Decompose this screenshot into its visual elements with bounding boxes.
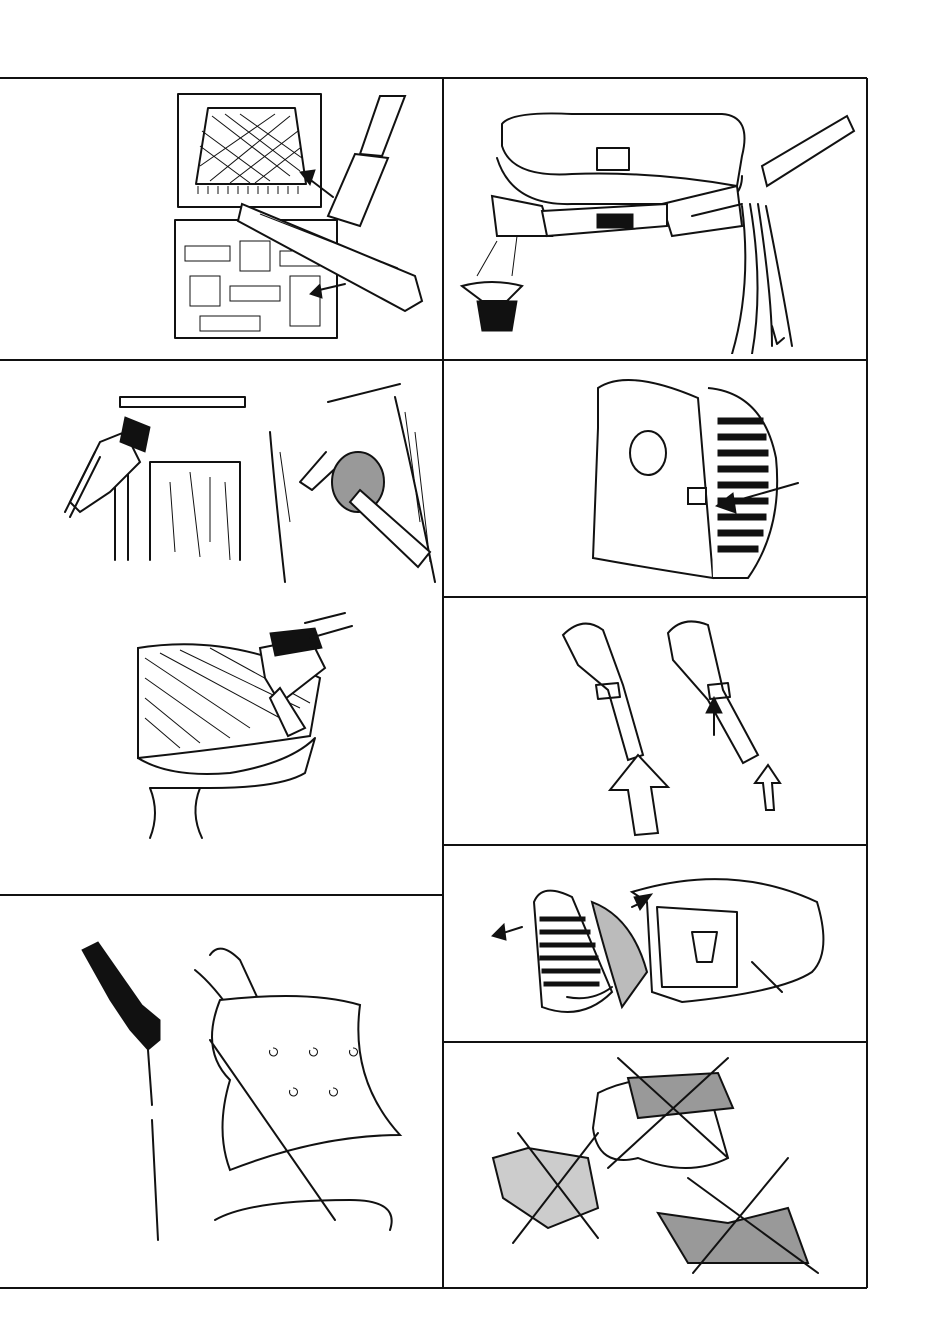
suction-regulator-panel	[548, 605, 788, 837]
prohibited-use-cross-icon	[488, 1048, 838, 1283]
cord-button-panel	[588, 368, 803, 588]
prohibited-uses-panel	[488, 1048, 838, 1283]
upholstery-brush-icon	[130, 608, 370, 843]
accessory-belt-panel	[452, 86, 860, 354]
dusting-brush-icon	[60, 372, 438, 587]
suction-regulator-icon	[548, 605, 788, 837]
filter-grille-panel	[482, 862, 842, 1027]
accessory-belt-icon	[452, 86, 860, 354]
cord-rewind-button-icon	[588, 368, 803, 588]
extension-tube-icon	[70, 930, 430, 1250]
dusting-brushes-panel	[60, 372, 438, 587]
upholstery-brush-panel	[130, 608, 370, 843]
filter-grille-icon	[482, 862, 842, 1027]
extension-tubes-panel	[70, 930, 430, 1250]
floor-nozzle-carpet-floor-icon	[150, 86, 435, 354]
floor-nozzle-panel	[150, 86, 435, 354]
